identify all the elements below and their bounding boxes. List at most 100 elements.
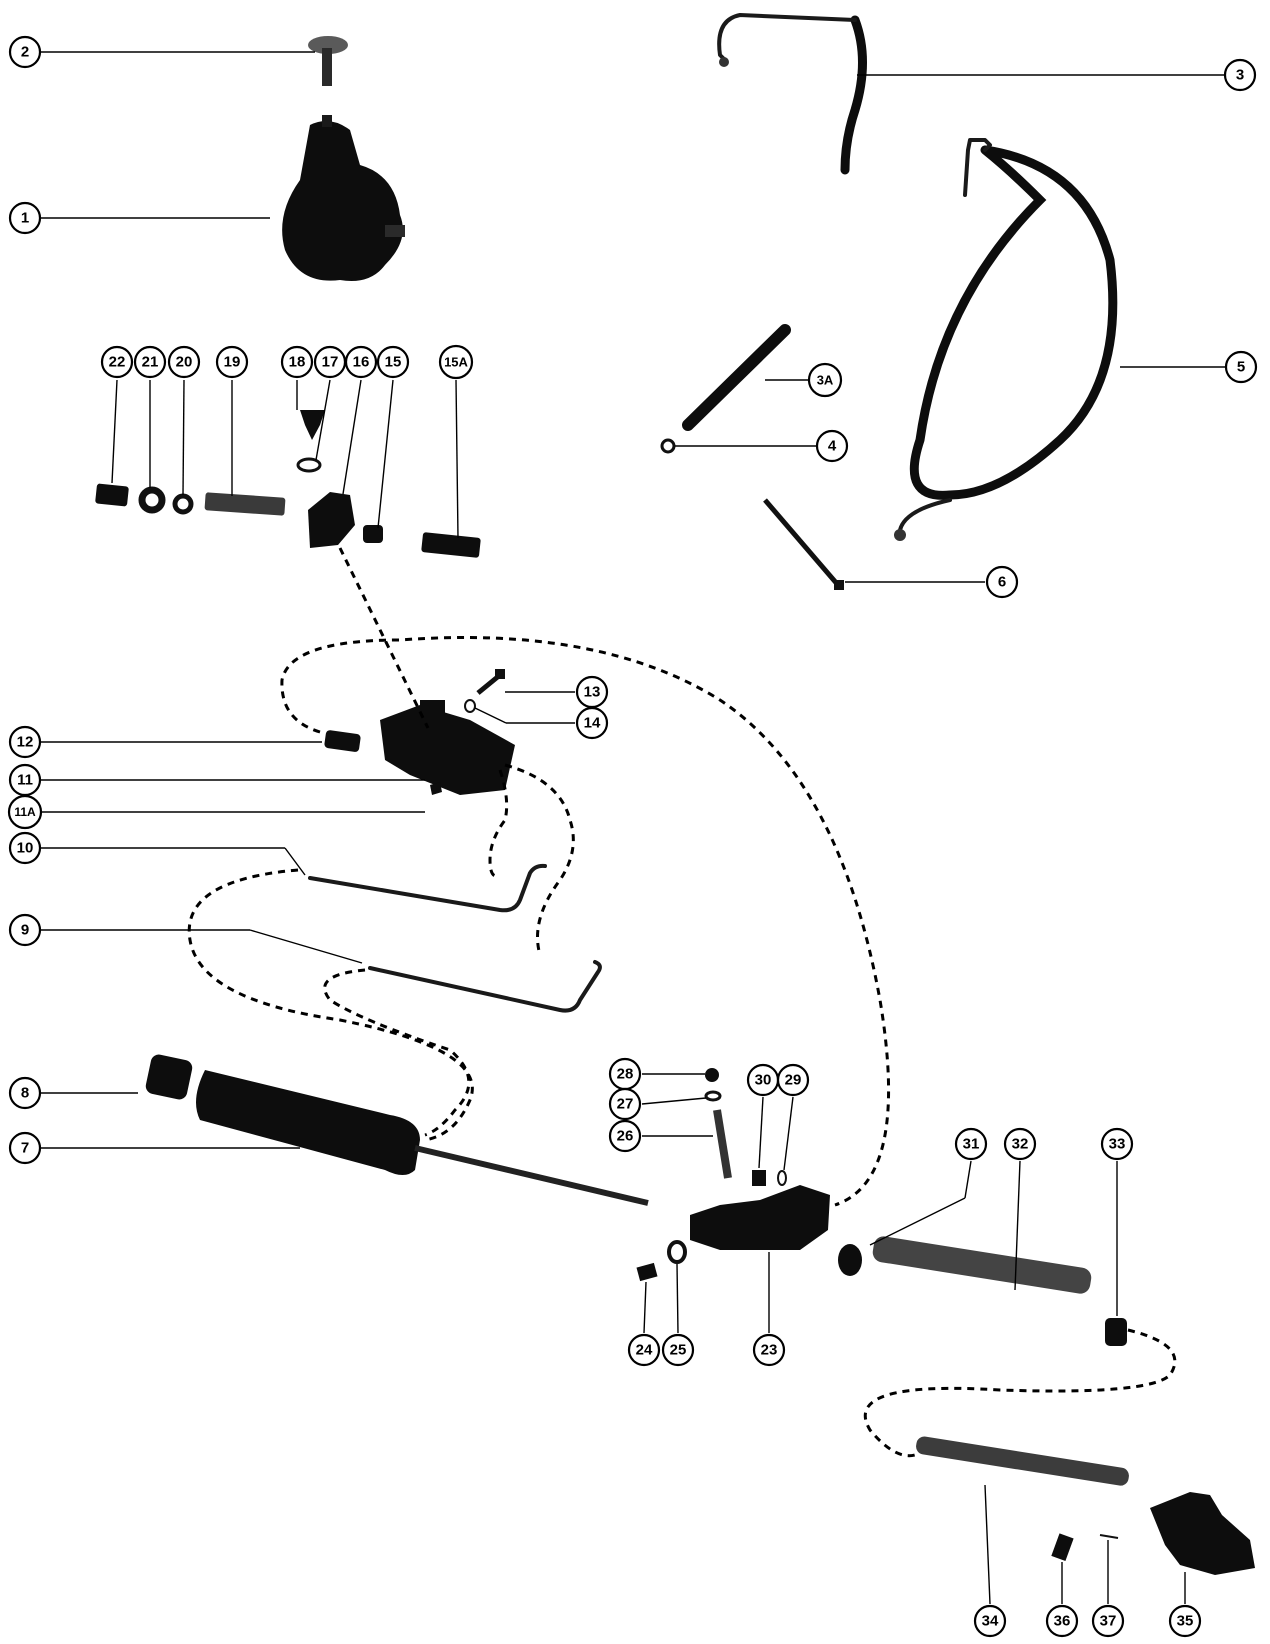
- callout-layer: 2 1 3 3A 4 5 6 22 21 20 19 18 17 16 15 1…: [7, 35, 1258, 1638]
- part-34-rod: [916, 1436, 1129, 1486]
- callout-36-label: 36: [1054, 1613, 1071, 1630]
- part-9-tube: [368, 960, 602, 1013]
- callout-33: 33: [1100, 1127, 1134, 1161]
- callout-27-label: 27: [617, 1096, 634, 1113]
- callout-1-label: 1: [21, 210, 29, 227]
- callout-8: 8: [8, 1076, 42, 1110]
- part-2-filler-cap: [308, 36, 348, 86]
- part-5-return-hose: [894, 138, 1118, 541]
- callout-15: 15: [376, 345, 410, 379]
- callout-11-label: 11: [17, 772, 33, 789]
- callout-4-label: 4: [828, 438, 837, 455]
- callout-9-label: 9: [21, 922, 29, 939]
- part-33-nut: [1105, 1318, 1127, 1346]
- callout-32-label: 32: [1012, 1136, 1029, 1153]
- callout-7: 7: [8, 1131, 42, 1165]
- callout-12: 12: [8, 725, 42, 759]
- leader-lines: [38, 51, 1226, 1605]
- part-10-tube: [308, 863, 547, 913]
- callout-28: 28: [608, 1057, 642, 1091]
- callout-3-label: 3: [1236, 67, 1244, 84]
- part-11-valve-body: [324, 700, 515, 795]
- part-27-washer: [704, 1090, 722, 1102]
- callout-26: 26: [608, 1119, 642, 1153]
- callout-3a-label: 3A: [817, 373, 834, 388]
- callout-10-label: 10: [17, 840, 34, 857]
- callout-3a: 3A: [807, 362, 843, 398]
- callout-26-label: 26: [617, 1128, 634, 1145]
- callout-17-label: 17: [322, 354, 339, 371]
- callout-23: 23: [752, 1333, 786, 1367]
- callout-37-label: 37: [1100, 1613, 1117, 1630]
- part-7-power-cylinder: [196, 1070, 649, 1206]
- part-1-pump-reservoir: [282, 115, 405, 281]
- callout-5-label: 5: [1237, 359, 1245, 376]
- part-31-seal: [838, 1244, 862, 1276]
- callout-2-label: 2: [21, 44, 29, 61]
- part-14-o-ring: [464, 699, 476, 713]
- part-25-washer: [667, 1240, 687, 1264]
- parts-layer: [95, 13, 1255, 1575]
- callout-13: 13: [575, 675, 609, 709]
- callout-20-label: 20: [176, 354, 193, 371]
- part-6-rod: [763, 498, 844, 590]
- callout-31: 31: [954, 1127, 988, 1161]
- part-35-clevis: [1150, 1492, 1255, 1575]
- part-3a-hose: [682, 324, 791, 431]
- callout-33-label: 33: [1109, 1136, 1126, 1153]
- callout-17: 17: [313, 345, 347, 379]
- callout-3: 3: [1223, 58, 1257, 92]
- callout-12-label: 12: [17, 734, 34, 751]
- callout-23-label: 23: [761, 1342, 778, 1359]
- callout-2: 2: [8, 35, 42, 69]
- callout-27: 27: [608, 1087, 642, 1121]
- callout-18: 18: [280, 345, 314, 379]
- part-4-clamp: [660, 438, 676, 454]
- callout-25-label: 25: [670, 1342, 687, 1359]
- callout-24-label: 24: [636, 1342, 653, 1359]
- part-30-plug: [752, 1170, 766, 1186]
- callout-19-label: 19: [224, 354, 241, 371]
- callout-14: 14: [575, 706, 609, 740]
- callout-34: 34: [973, 1604, 1007, 1638]
- part-36-fitting: [1051, 1533, 1074, 1562]
- part-28-nut: [705, 1068, 719, 1082]
- callout-15-label: 15: [385, 354, 402, 371]
- callout-11: 11: [8, 763, 42, 797]
- callout-6: 6: [985, 565, 1019, 599]
- callout-7-label: 7: [21, 1140, 29, 1157]
- callout-36: 36: [1045, 1604, 1079, 1638]
- callout-32: 32: [1003, 1127, 1037, 1161]
- callout-16: 16: [344, 345, 378, 379]
- callout-10: 10: [8, 831, 42, 865]
- callout-25: 25: [661, 1333, 695, 1367]
- callout-22: 22: [100, 345, 134, 379]
- callout-4: 4: [815, 429, 849, 463]
- callout-15a-label: 15A: [444, 355, 468, 370]
- part-3-pressure-hose: [717, 13, 867, 175]
- callout-19: 19: [215, 345, 249, 379]
- part-26-stud: [713, 1109, 732, 1179]
- callout-11a: 11A: [7, 794, 43, 830]
- callout-1: 1: [8, 201, 42, 235]
- callout-20: 20: [167, 345, 201, 379]
- part-8-end-cap: [145, 1054, 193, 1100]
- assembly-paths: [187, 547, 1177, 1458]
- callout-24: 24: [627, 1333, 661, 1367]
- callout-16-label: 16: [353, 354, 370, 371]
- callout-13-label: 13: [584, 684, 601, 701]
- part-32-tube: [872, 1236, 1092, 1294]
- callout-30: 30: [746, 1063, 780, 1097]
- part-37-pin: [1099, 1534, 1119, 1539]
- part-24-bolt: [636, 1262, 658, 1282]
- callout-28-label: 28: [617, 1066, 634, 1083]
- callout-18-label: 18: [289, 354, 306, 371]
- callout-29-label: 29: [785, 1072, 802, 1089]
- part-13-bolt: [476, 669, 505, 695]
- callout-8-label: 8: [21, 1085, 29, 1102]
- callout-9: 9: [8, 913, 42, 947]
- callout-15a: 15A: [438, 344, 474, 380]
- fittings-row: [95, 410, 481, 558]
- callout-22-label: 22: [109, 354, 126, 371]
